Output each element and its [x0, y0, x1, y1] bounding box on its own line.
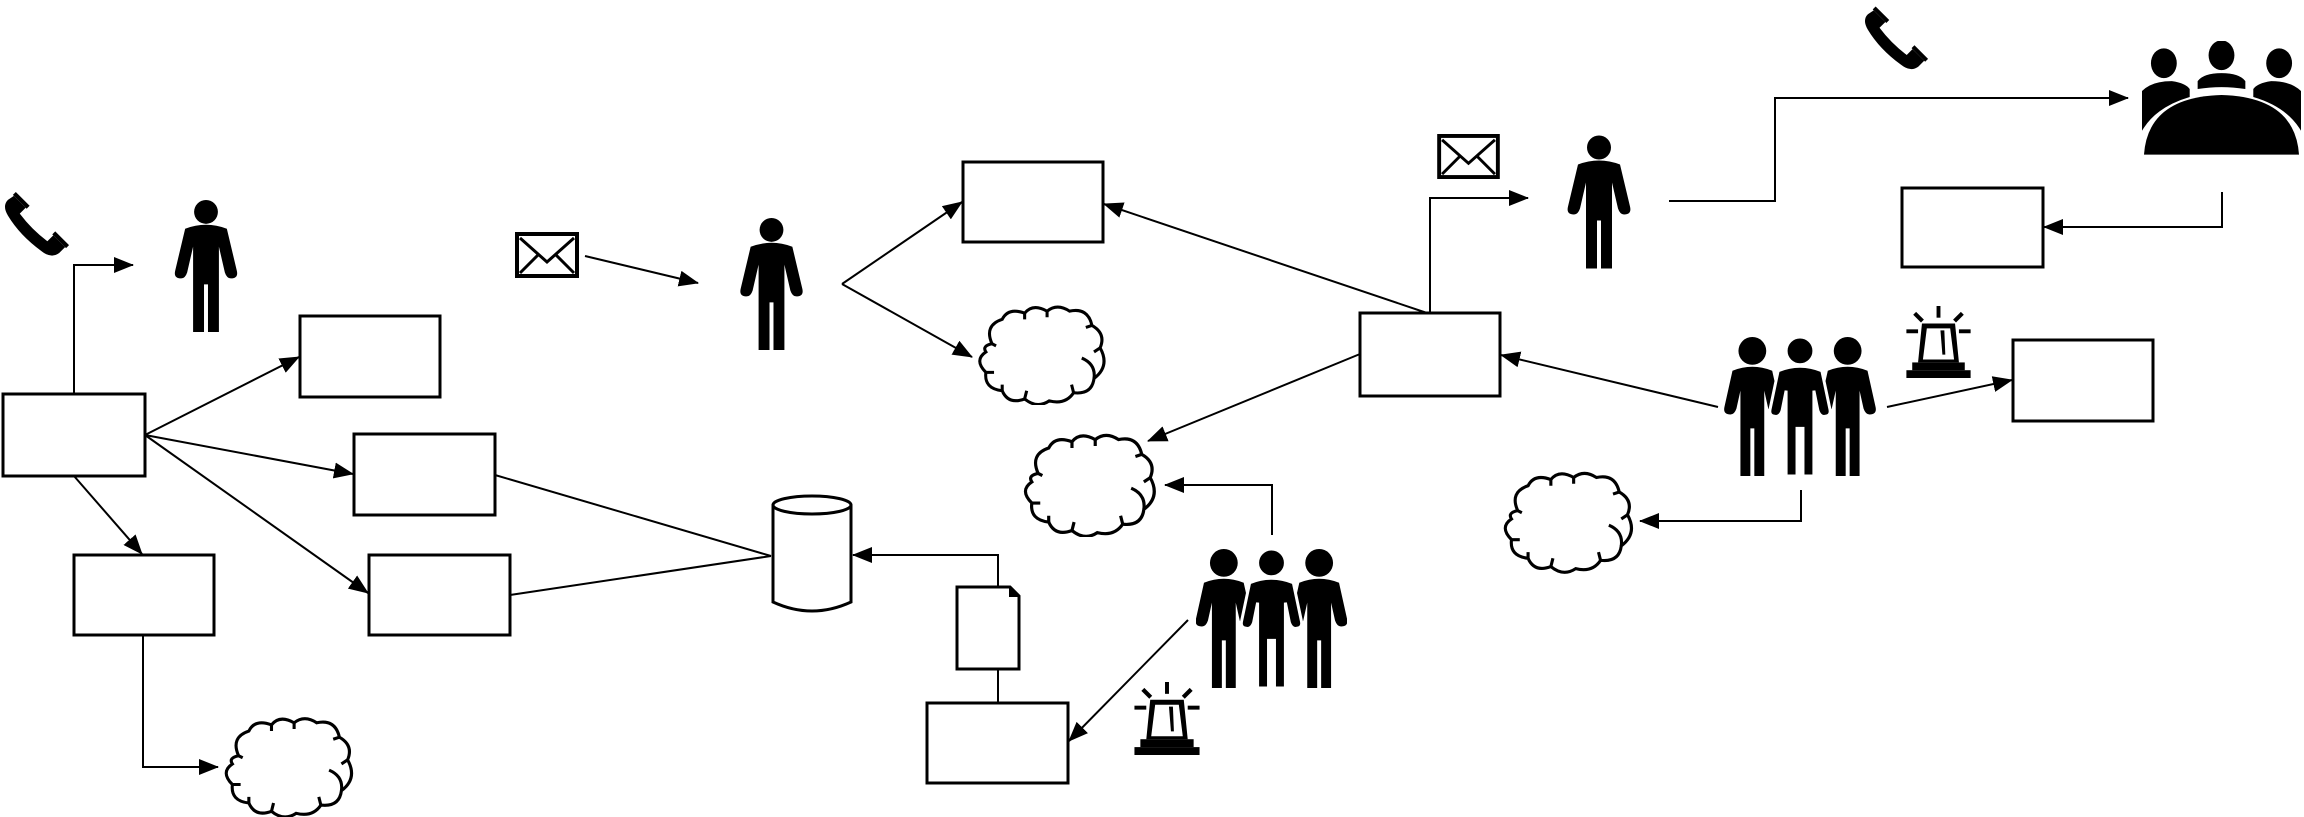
- edge-group-2-to-box-j[interactable]: [1886, 376, 2013, 408]
- edge-group-2-to-box-g[interactable]: [1500, 351, 1719, 408]
- envelope-icon[interactable]: [1437, 134, 1500, 179]
- edge-meeting-to-box-i[interactable]: [2043, 192, 2223, 235]
- edge-box-g-to-cloud-3[interactable]: [1147, 353, 1361, 442]
- process-boxes: [1, 160, 2155, 785]
- edge-person-3-to-meeting[interactable]: [1669, 90, 2129, 202]
- edge-person-2-to-box-f[interactable]: [841, 201, 963, 285]
- person-icon[interactable]: [174, 199, 238, 332]
- edge-box-c-to-database[interactable]: [494, 474, 772, 557]
- edge-box-e-to-cloud-1[interactable]: [142, 635, 219, 775]
- edge-box-a-to-person-1[interactable]: [73, 257, 134, 394]
- edge-group-2-to-cloud-4[interactable]: [1639, 490, 1802, 529]
- envelope-icon[interactable]: [515, 232, 579, 278]
- box-g[interactable]: [1358, 311, 1502, 398]
- phone-icon[interactable]: [4, 191, 70, 256]
- edge-box-a-to-box-d[interactable]: [144, 434, 369, 594]
- edge-box-a-to-box-c[interactable]: [144, 434, 354, 479]
- cloud-1[interactable]: [224, 717, 354, 817]
- group-icon[interactable]: [1722, 337, 1878, 476]
- edge-box-a-to-box-e[interactable]: [73, 475, 143, 555]
- group-icon[interactable]: [1196, 549, 1348, 688]
- box-f[interactable]: [961, 160, 1105, 244]
- edge-box-g-to-box-f[interactable]: [1103, 202, 1428, 314]
- person-icon[interactable]: [1567, 135, 1631, 269]
- box-b[interactable]: [298, 314, 442, 399]
- box-c[interactable]: [352, 432, 497, 517]
- edge-person-2-to-cloud-2[interactable]: [841, 283, 973, 358]
- phone-icon[interactable]: [1864, 6, 1929, 70]
- edges: [73, 90, 2223, 775]
- edge-envelope-1-to-person-2[interactable]: [584, 255, 699, 287]
- box-j[interactable]: [2011, 338, 2155, 423]
- edge-box-d-to-database[interactable]: [509, 555, 772, 596]
- cloud-2[interactable]: [978, 305, 1106, 405]
- siren-icon[interactable]: [1906, 306, 1971, 378]
- box-e[interactable]: [72, 553, 216, 637]
- box-a[interactable]: [1, 392, 147, 478]
- edge-box-g-to-person-3[interactable]: [1429, 190, 1529, 313]
- edge-group-1-to-cloud-3[interactable]: [1164, 477, 1273, 535]
- box-h[interactable]: [925, 701, 1070, 785]
- database-icon[interactable]: [771, 494, 853, 613]
- edge-document-to-database[interactable]: [852, 547, 999, 586]
- meeting-icon[interactable]: [2142, 40, 2301, 155]
- box-d[interactable]: [367, 553, 512, 637]
- edge-group-1-to-box-h[interactable]: [1068, 619, 1189, 742]
- person-icon[interactable]: [740, 217, 803, 350]
- siren-icon[interactable]: [1134, 682, 1200, 755]
- document-icon[interactable]: [955, 585, 1021, 671]
- edge-box-a-to-box-b[interactable]: [144, 356, 300, 436]
- cloud-4[interactable]: [1503, 471, 1634, 574]
- box-i[interactable]: [1900, 186, 2045, 269]
- cloud-3[interactable]: [1023, 433, 1156, 537]
